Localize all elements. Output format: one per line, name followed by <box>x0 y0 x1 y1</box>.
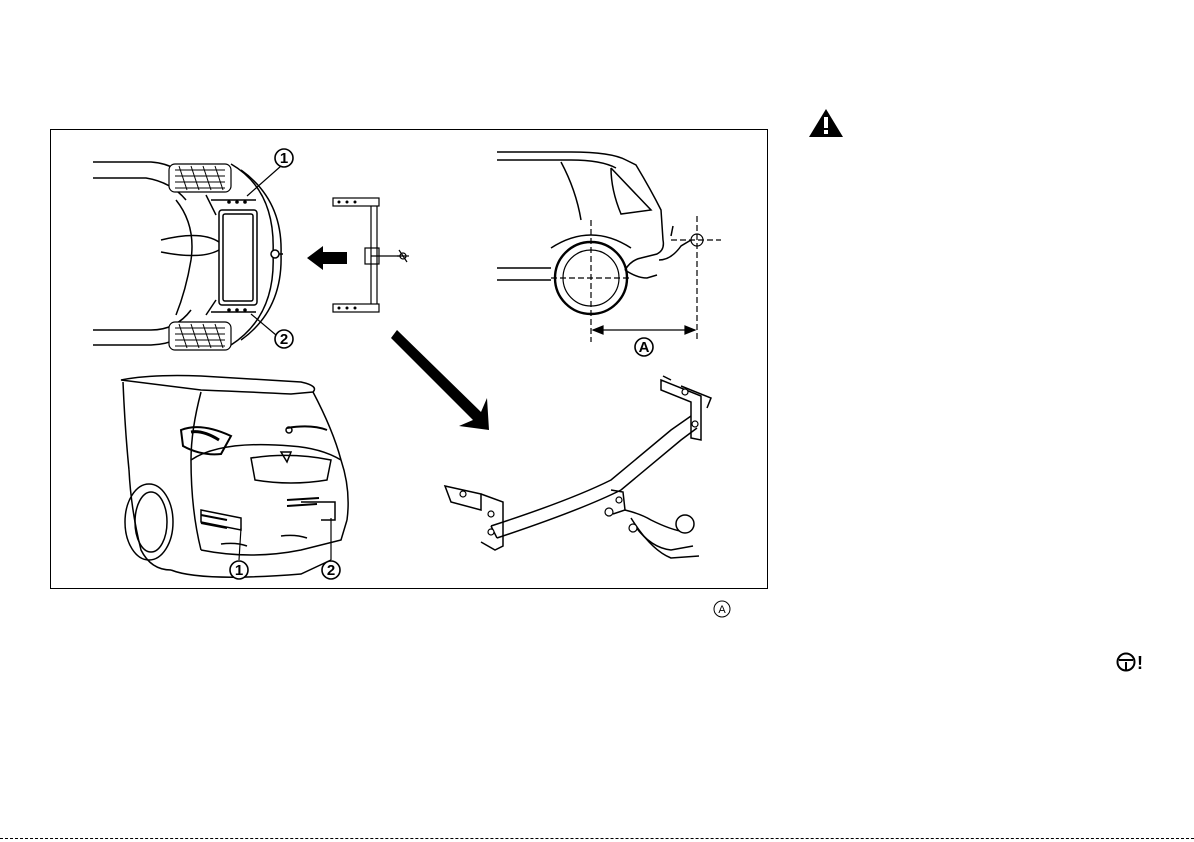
callout-2-top: 2 <box>275 330 293 348</box>
svg-text:2: 2 <box>280 331 288 348</box>
rear-tire-bottom <box>169 322 231 350</box>
callout-1-bottom: 1 <box>230 561 248 579</box>
direction-arrow-left <box>307 246 347 270</box>
direction-arrow-diagonal <box>391 330 489 430</box>
svg-text:!: ! <box>1137 653 1143 673</box>
reference-marker-a: A <box>713 600 731 618</box>
svg-text:A: A <box>639 339 650 356</box>
svg-text:A: A <box>718 604 726 616</box>
page-bottom-rule <box>0 838 1194 839</box>
callout-2-bottom: 2 <box>322 561 340 579</box>
rear-perspective-illustration <box>121 376 348 578</box>
steering-wheel-warning-icon: ! <box>1116 650 1146 674</box>
warning-triangle-icon <box>808 108 844 138</box>
callout-1-top: 1 <box>275 149 293 167</box>
tow-bar-installation-figure: 1 2 <box>50 129 768 589</box>
svg-text:2: 2 <box>327 562 335 579</box>
mount-points-underside <box>227 200 247 312</box>
dimension-a-line <box>593 326 695 334</box>
svg-text:1: 1 <box>235 562 243 579</box>
dimension-a-label: A <box>635 338 653 356</box>
side-view-tow-ball <box>551 216 721 342</box>
svg-text:1: 1 <box>280 150 288 167</box>
tow-bar-bolts <box>460 389 698 535</box>
rear-tire-top <box>169 164 231 192</box>
tow-ball <box>676 515 694 533</box>
side-view-illustration <box>497 152 691 280</box>
